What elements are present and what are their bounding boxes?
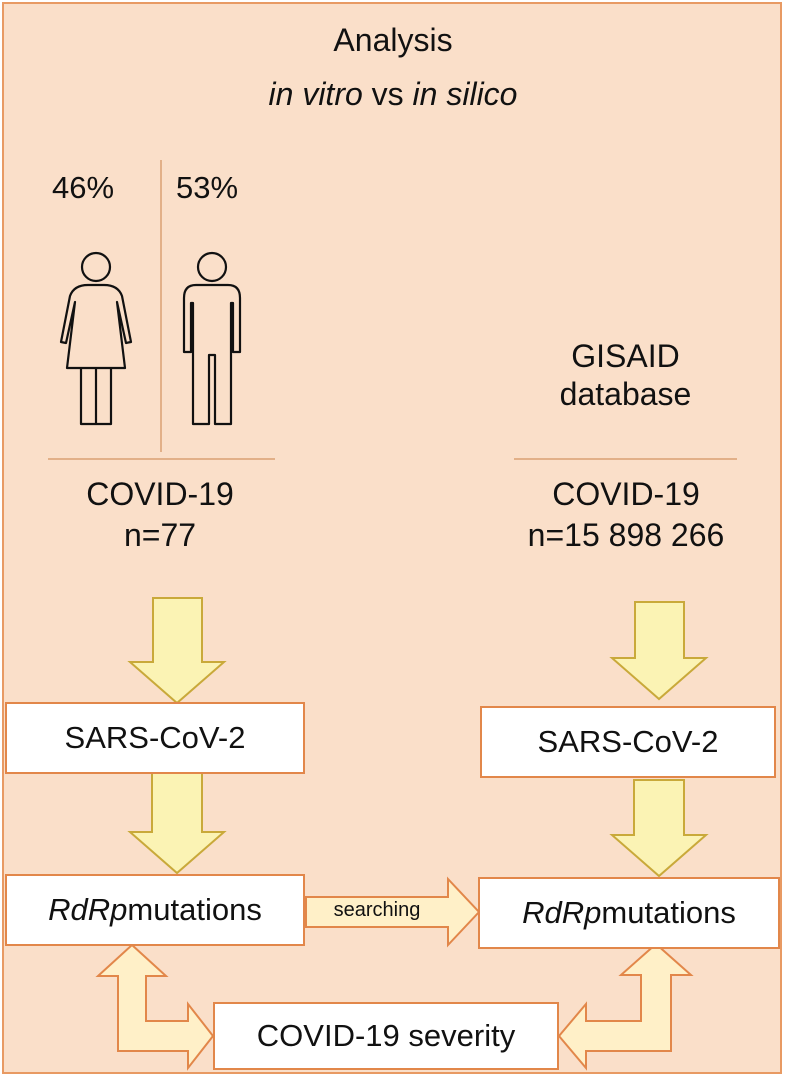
male-person-icon (182, 251, 242, 426)
arrow-down-left-1 (127, 597, 227, 705)
source-name: GISAID (571, 338, 680, 374)
arrow-down-left-2 (127, 772, 227, 875)
left-mutations-box: RdRp mutations (5, 874, 305, 946)
male-percentage: 53% (176, 170, 239, 205)
severity-box: COVID-19 severity (213, 1002, 559, 1070)
subtitle-in-vitro: in vitro (268, 76, 363, 112)
left-mutations-gene: RdRp (48, 892, 128, 927)
source-type: database (559, 376, 692, 412)
subtitle-vs: vs (362, 76, 413, 112)
right-virus-box: SARS-CoV-2 (480, 706, 776, 778)
arrow-down-right-2 (609, 779, 709, 878)
diagram-title: Analysis (333, 22, 453, 58)
searching-label: searching (333, 899, 421, 921)
female-person-icon (59, 251, 133, 426)
left-virus-box: SARS-CoV-2 (5, 702, 305, 774)
left-group-label: COVID-19 (86, 476, 234, 512)
searching-arrow (305, 876, 481, 948)
right-mutations-box: RdRp mutations (478, 877, 780, 949)
right-bidirectional-arrow (557, 942, 694, 1071)
left-mutations-word: mutations (127, 892, 262, 927)
diagram-subtitle: in vitro vs in silico (0, 76, 786, 113)
right-mutations-gene: RdRp (522, 895, 602, 930)
female-percentage: 46% (52, 170, 115, 205)
left-group-count: n=77 (123, 517, 197, 553)
arrow-down-right-1 (609, 601, 709, 701)
left-bidirectional-arrow (95, 943, 215, 1071)
right-group-label: COVID-19 (552, 476, 700, 512)
subtitle-in-silico: in silico (412, 76, 518, 112)
right-mutations-word: mutations (601, 895, 736, 930)
right-group-count: n=15 898 266 (527, 517, 725, 553)
